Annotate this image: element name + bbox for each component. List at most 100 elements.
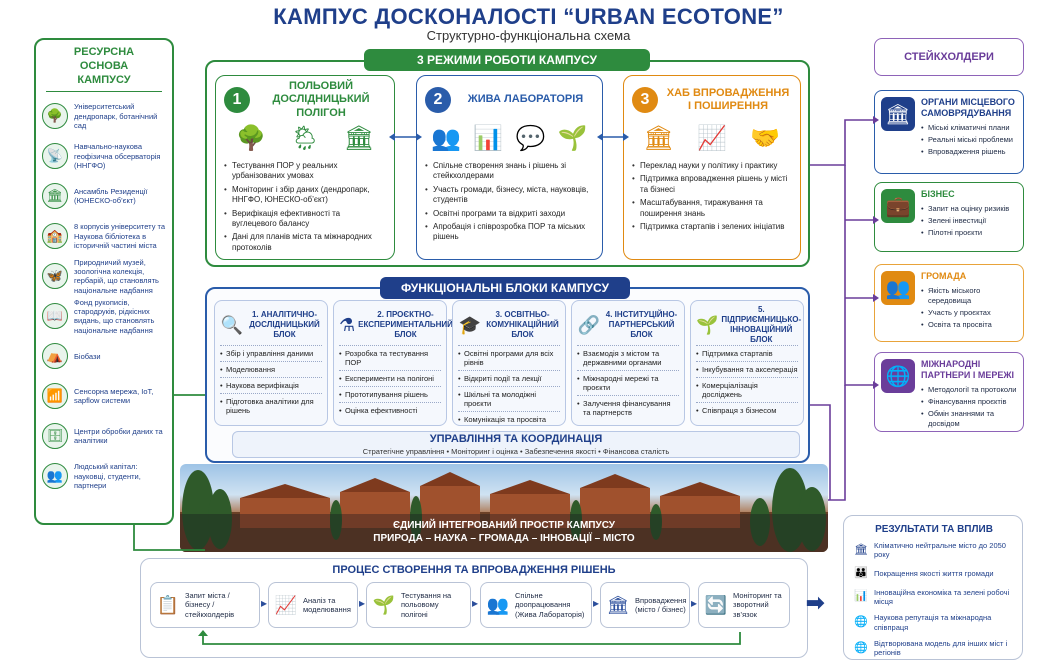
mode-illustration-icon: 🏛: [343, 125, 375, 152]
stakeholder-item: Участь у проєктах: [921, 308, 1017, 318]
resource-item: 📶 Сенсорна мережа, IoT, sapflow системи: [42, 376, 166, 416]
functional-block-1: 🔍1. АНАЛІТИЧНО-ДОСЛІДНИЦЬКИЙ БЛОКЗбір і …: [214, 300, 328, 426]
result-text: Наукова репутація та міжнародна співпрац…: [874, 613, 992, 632]
mode-bullet: Тестування ПОР у реальних урбанізованих …: [224, 161, 386, 182]
resource-item-text: Ансамбль Резиденції (ЮНЕСКО-об’єкт): [74, 186, 148, 206]
block-icon: 🔍: [220, 315, 244, 335]
mode-icons: 🌳🌦🏛: [224, 124, 386, 153]
result-text: Покращення якості життя громади: [874, 568, 994, 578]
process-step-icon: 📈: [274, 594, 298, 615]
resource-item: 📖Фонд рукописів, стародруків, рідкісних …: [42, 296, 166, 336]
block-item: Наукова верифікація: [220, 377, 322, 393]
stakeholder-items: Міські кліматичні планиРеальні міські пр…: [921, 123, 1017, 158]
block-header: ⚗2. ПРОЄКТНО-ЕКСПЕРИМЕНТАЛЬНИЙ БЛОК: [339, 305, 453, 345]
process-step-text: Тестування на польовому полігоні: [401, 590, 452, 619]
mode-bullet: Підтримка впровадження рішень у місті та…: [632, 174, 792, 195]
block-item: Комунікація та просвіта: [458, 411, 560, 427]
stakeholder-content: ГРОМАДАЯкість міського середовищаУчасть …: [921, 271, 1017, 335]
people-icon: 👥: [42, 463, 68, 490]
book-icon: 📖: [42, 303, 68, 330]
block-header: 🎓3. ОСВІТНЬО-КОМУНІКАЦІЙНИЙ БЛОК: [458, 305, 560, 345]
block-item: Міжнародні мережі та проєкти: [577, 370, 679, 395]
result-icon: 👪: [854, 566, 868, 579]
resource-item-text: Людський капітал: науковці, студенти, па…: [74, 462, 141, 490]
stakeholder-icon: 🌐: [881, 359, 915, 393]
stakeholder-icon: 👥: [881, 271, 915, 305]
block-title: 5. ПІДПРИЄМНИЦЬКО-ІННОВАЦІЙНИЙ БЛОК: [721, 305, 802, 344]
block-item: Залучення фінансування та партнерств: [577, 395, 679, 420]
results-list: 🏛Кліматично нейтральне місто до 2050 рок…: [854, 541, 1014, 658]
process-arrow: ▸: [358, 596, 366, 610]
mode-bullet: Переклад науки у політику і практику: [632, 161, 792, 172]
stakeholder-title: МІЖНАРОДНІ ПАРТНЕРИ І МЕРЕЖІ: [921, 359, 1014, 380]
mode-illustration-icon: 🌦: [289, 125, 321, 152]
result-item: 👪 Покращення якості життя громади: [854, 567, 1014, 581]
museum-icon: 🦋: [42, 263, 68, 290]
process-step-3: 🌱Тестування на польовому полігоні: [366, 582, 471, 628]
process-arrow: ▸: [260, 596, 268, 610]
block-item: Збір і управління даними: [220, 345, 322, 361]
result-icon: 📊: [854, 590, 868, 602]
resource-item: 🗄Центри обробки даних та аналітики: [42, 416, 166, 456]
stakeholder-title: ГРОМАДА: [921, 271, 967, 281]
block-item: Шкільні та молодіжні проєкти: [458, 386, 560, 411]
stakeholder-item: Пілотні проєкти: [921, 228, 1017, 238]
management-title: УПРАВЛІННЯ ТА КООРДИНАЦІЯ: [429, 433, 603, 445]
mode-title: ПОЛЬОВИЙ ДОСЛІДНИЦЬКИЙ ПОЛІГОН: [272, 80, 370, 119]
blocks-header: ФУНКЦІОНАЛЬНІ БЛОКИ КАМПУСУ: [380, 277, 630, 299]
biobase-icon: ⛺: [42, 343, 68, 370]
process-step-2: 📈Аналіз та моделювання: [268, 582, 358, 628]
mode-bullet: Масштабування, тиражування та поширення …: [632, 198, 792, 219]
process-step-icon: 🏛: [606, 594, 630, 615]
process-arrow: ▸: [592, 596, 600, 610]
stakeholder-card-1: 🏛ОРГАНИ МІСЦЕВОГО САМОВРЯДУВАННЯМіські к…: [874, 90, 1024, 174]
resource-panel-title: РЕСУРСНА ОСНОВА КАМПУСУ: [46, 40, 162, 93]
mode-title: ХАБ ВПРОВАДЖЕННЯ І ПОШИРЕННЯ: [666, 86, 790, 112]
block-item: Співпраця з бізнесом: [696, 402, 798, 418]
sensor-icon: 📶: [42, 383, 68, 410]
result-item: 🌐Відтворювана модель для інших міст і ре…: [854, 639, 1014, 658]
block-item: Прототипування рішень: [339, 386, 441, 402]
resource-item-text: Фонд рукописів, стародруків, рідкісних в…: [74, 297, 155, 335]
block-title: 4. ІНСТИТУЦІЙНО-ПАРТНЕРСЬКИЙ БЛОК: [605, 310, 678, 339]
resource-item: 🏫8 корпусів університету та Наукова бібл…: [42, 216, 166, 256]
process-step-text: Моніторинг та зворотний зв’язок: [733, 590, 782, 619]
stakeholder-content: ОРГАНИ МІСЦЕВОГО САМОВРЯДУВАННЯМіські кл…: [921, 97, 1017, 167]
stakeholder-title: БІЗНЕС: [921, 189, 955, 199]
mode-bullet: Участь громади, бізнесу, міста, науковці…: [425, 185, 594, 206]
block-header: 🌱5. ПІДПРИЄМНИЦЬКО-ІННОВАЦІЙНИЙ БЛОК: [696, 305, 802, 345]
stakeholder-card-2: 💼БІЗНЕСЗапит на оцінку ризиківЗелені інв…: [874, 182, 1024, 252]
resource-panel: РЕСУРСНА ОСНОВА КАМПУСУ 🌳Університетськи…: [34, 38, 174, 525]
resource-item-text: Університетський дендропарк, ботанічний …: [74, 102, 158, 130]
process-step-1: 📋Запит міста / бізнесу / стейкхолдерів: [150, 582, 260, 628]
resource-item-text: Сенсорна мережа, IoT, sapflow системи: [74, 386, 154, 406]
stakeholder-content: БІЗНЕСЗапит на оцінку ризиківЗелені інве…: [921, 189, 1017, 245]
page-subtitle: Структурно-функціональна схема: [426, 28, 631, 43]
process-step-6: 🔄Моніторинг та зворотний зв’язок: [698, 582, 790, 628]
stakeholder-item: Методології та протоколи: [921, 385, 1017, 395]
mode-bullet: Верифікація ефективності та вуглецевого …: [224, 209, 386, 230]
block-icon: ⚗: [339, 315, 356, 335]
result-icon: 🌐: [854, 615, 868, 628]
mode-bullet: Апробація і співрозробка ПОР та міських …: [425, 222, 594, 243]
campus-banner: ЄДИНИЙ ІНТЕГРОВАНИЙ ПРОСТІР КАМПУСУ ПРИР…: [180, 464, 828, 552]
management-items: Стратегічне управління • Моніторинг і оц…: [362, 447, 670, 456]
block-item: Підтримка стартапів: [696, 345, 798, 361]
block-title: 3. ОСВІТНЬО-КОМУНІКАЦІЙНИЙ БЛОК: [486, 310, 559, 339]
mode-illustration-icon: 💬: [515, 125, 546, 152]
banner-line2: ПРИРОДА – НАУКА – ГРОМАДА – ІННОВАЦІЇ – …: [373, 533, 635, 544]
block-item: Оцінка ефективності: [339, 402, 441, 418]
resource-list: 🌳Університетський дендропарк, ботанічний…: [36, 92, 172, 496]
resource-item: 🌳Університетський дендропарк, ботанічний…: [42, 96, 166, 136]
block-icon: 🌱: [696, 315, 719, 335]
stakeholder-item: Освіта та просвіта: [921, 320, 1017, 330]
functional-block-5: 🌱5. ПІДПРИЄМНИЦЬКО-ІННОВАЦІЙНИЙ БЛОКПідт…: [690, 300, 804, 426]
resource-item-text: Природничий музей, зоологічна колекція, …: [74, 257, 159, 295]
process-arrow: ▸: [690, 596, 698, 610]
block-header: 🔗4. ІНСТИТУЦІЙНО-ПАРТНЕРСЬКИЙ БЛОК: [577, 305, 679, 345]
process-loop-arrow: [198, 630, 741, 645]
process-step-icon: 📋: [156, 594, 180, 615]
